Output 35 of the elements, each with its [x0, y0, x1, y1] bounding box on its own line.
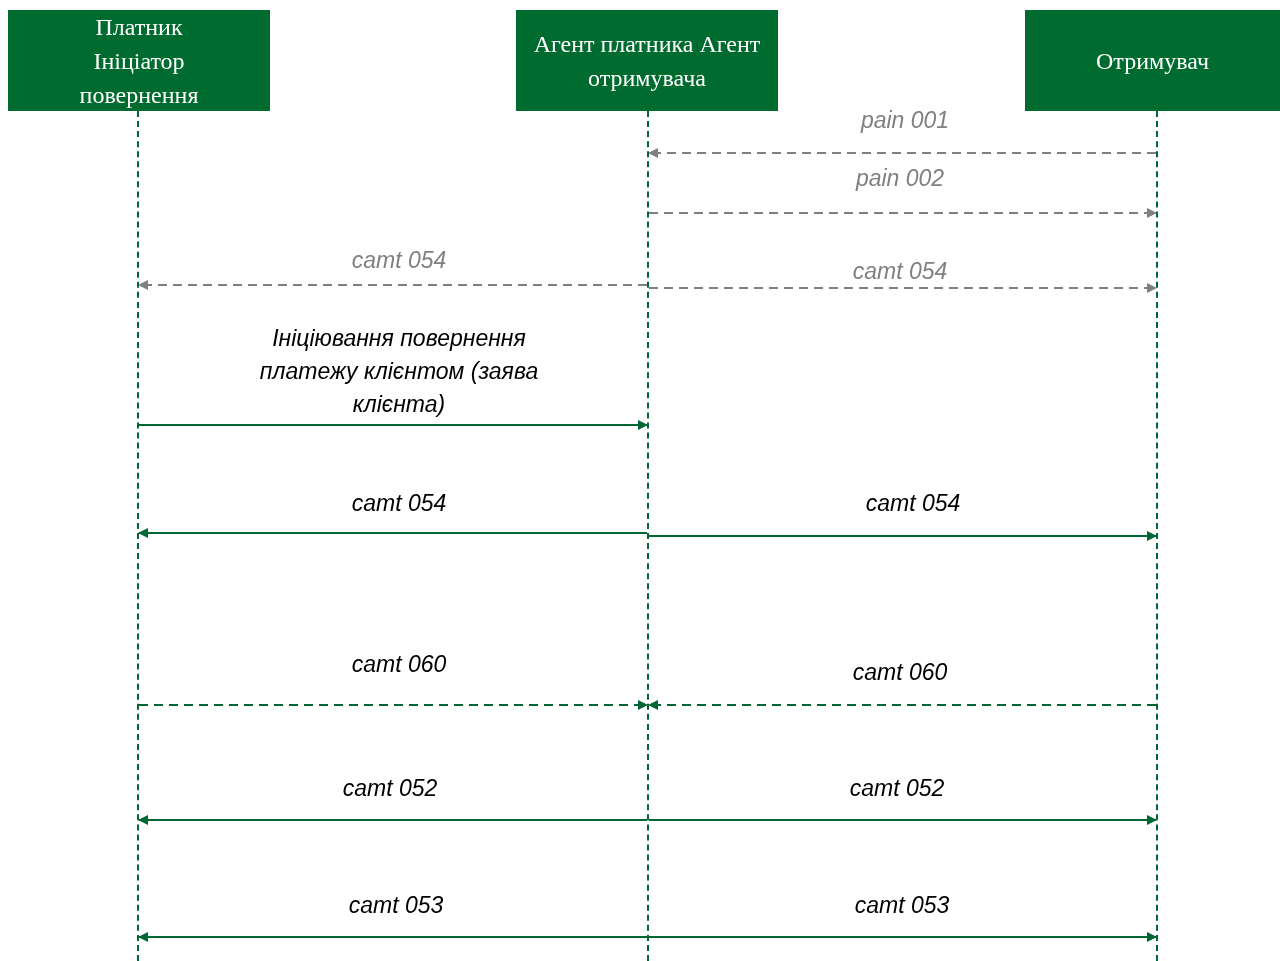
arrow [138, 815, 648, 825]
participant-box [1025, 10, 1280, 111]
edge-label: camt 060 [350, 650, 448, 679]
arrow [648, 815, 1157, 825]
arrow [648, 148, 1157, 158]
participant-name: Отримувач [1096, 46, 1209, 76]
lifeline [137, 111, 139, 961]
edge-label: camt 052 [341, 774, 439, 803]
arrow [138, 528, 648, 538]
arrow [138, 420, 648, 430]
edge-label: camt 060 [851, 658, 949, 687]
edge-label: camt 053 [853, 891, 951, 920]
lifeline [1156, 111, 1158, 961]
edge-label: camt 054 [851, 257, 949, 286]
arrow [138, 700, 648, 710]
arrow [138, 280, 648, 290]
arrow [648, 283, 1157, 293]
edge-label: camt 052 [848, 774, 946, 803]
participant-name: Платник Ініціатор повернення [78, 12, 200, 110]
edge-label: pain 002 [854, 164, 946, 193]
edge-label: camt 054 [350, 489, 448, 518]
arrow [648, 700, 1157, 710]
arrow [138, 932, 648, 942]
lifeline [647, 111, 649, 961]
edge-label: camt 053 [347, 891, 445, 920]
edge-label: camt 054 [864, 489, 962, 518]
participant-box [516, 10, 778, 111]
edge-label: camt 054 [350, 246, 448, 275]
edge-label: Ініціювання повернення платежу клієнтом (заява клієнта) [258, 324, 540, 419]
edge-label: pain 001 [859, 106, 951, 135]
arrow [648, 531, 1157, 541]
participant-name: Агент платника Агент отримувача [532, 29, 762, 93]
participant-box [8, 10, 270, 111]
arrow [648, 208, 1157, 218]
arrow [648, 932, 1157, 942]
